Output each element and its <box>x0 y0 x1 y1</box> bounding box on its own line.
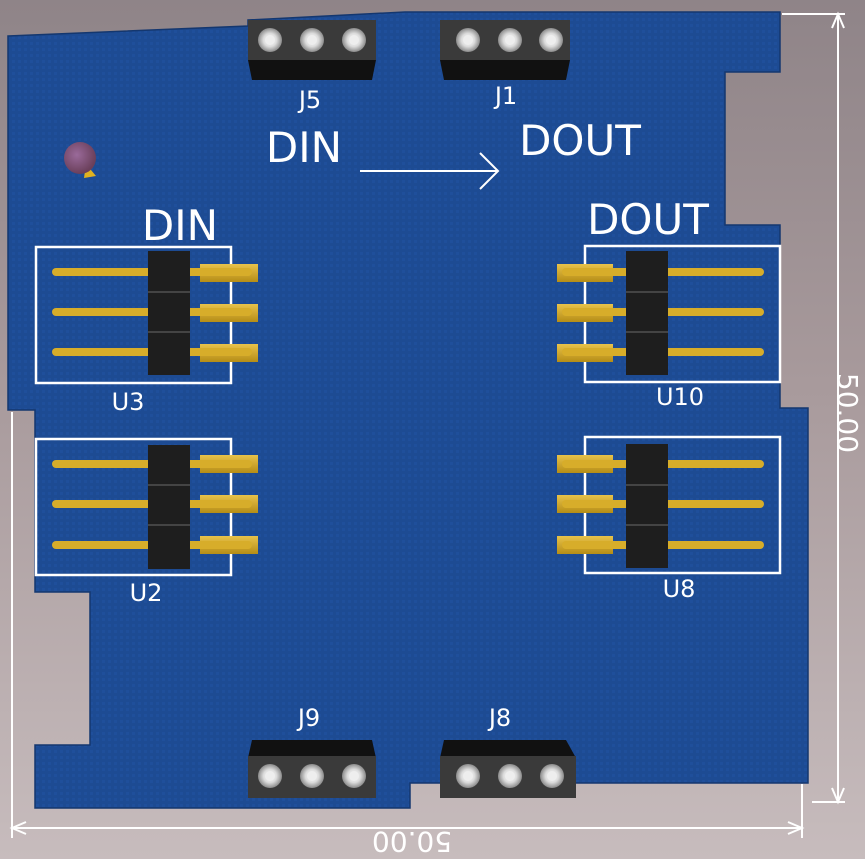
u3-label: U3 <box>112 388 145 416</box>
j8-label: J8 <box>487 704 511 732</box>
pcb-board <box>7 11 809 809</box>
header-u10 <box>557 244 782 384</box>
j1-label: J1 <box>493 82 517 110</box>
led-marker <box>64 142 96 178</box>
connector-j1 <box>440 20 570 80</box>
dout-top-label: DOUT <box>519 116 641 165</box>
u2-label: U2 <box>130 579 163 607</box>
header-u3 <box>34 245 258 385</box>
connector-j5 <box>248 20 376 80</box>
direction-arrow-icon <box>360 152 500 190</box>
dimension-lines <box>9 11 845 838</box>
width-dimension-label: 50.00 <box>372 825 452 858</box>
j5-label: J5 <box>297 86 321 114</box>
j9-label: J9 <box>296 704 320 732</box>
din-top-label: DIN <box>266 123 342 172</box>
connector-j9 <box>248 740 376 798</box>
header-u2 <box>34 437 258 577</box>
dout-right-label: DOUT <box>587 195 709 244</box>
header-u8 <box>557 435 782 575</box>
connector-j8 <box>440 740 576 798</box>
u10-label: U10 <box>656 383 704 411</box>
height-dimension-label: 50.00 <box>831 373 864 453</box>
din-left-label: DIN <box>142 201 218 250</box>
u8-label: U8 <box>663 575 696 603</box>
